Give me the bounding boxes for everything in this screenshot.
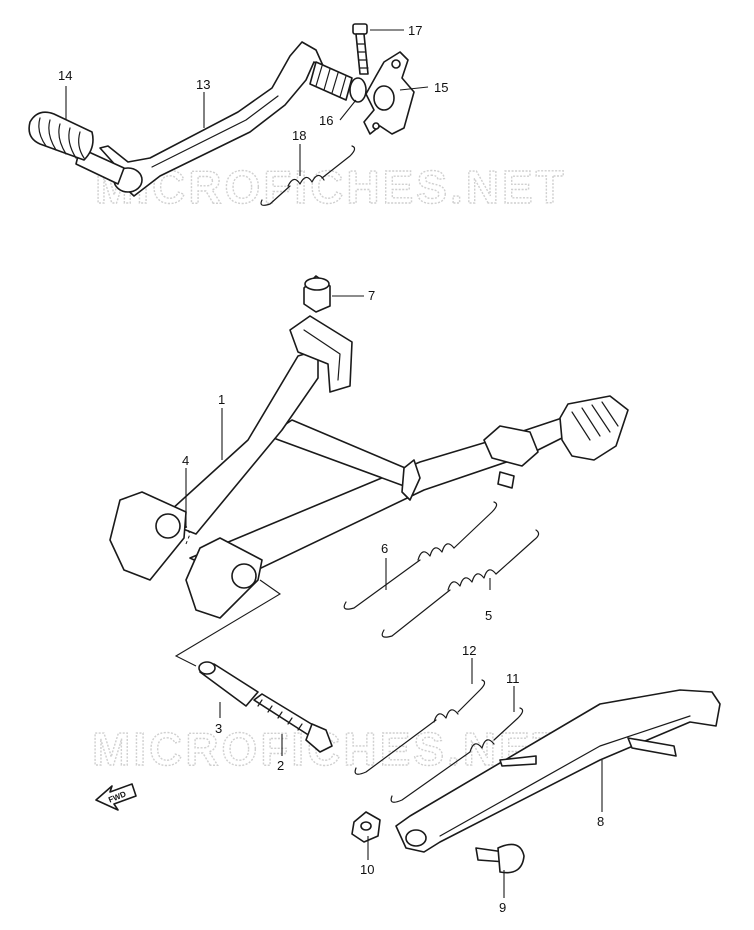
callout-11: 11 bbox=[506, 671, 520, 686]
spring-6 bbox=[343, 501, 498, 610]
shift-arm bbox=[363, 51, 415, 135]
shift-pedal-rubber bbox=[28, 111, 94, 161]
leader-lines bbox=[65, 29, 603, 898]
forward-direction-arrow: FWD bbox=[95, 783, 137, 811]
callout-14: 14 bbox=[58, 68, 72, 83]
callout-3: 3 bbox=[215, 721, 222, 736]
return-spring-18 bbox=[260, 145, 356, 206]
callout-15: 15 bbox=[434, 80, 448, 95]
bolt-17 bbox=[352, 23, 369, 75]
bolt-9 bbox=[475, 843, 525, 874]
center-stand bbox=[109, 315, 629, 619]
callout-1: 1 bbox=[218, 392, 225, 407]
callout-17: 17 bbox=[408, 23, 422, 38]
callout-8: 8 bbox=[597, 814, 604, 829]
callout-18: 18 bbox=[292, 128, 306, 143]
washer bbox=[349, 77, 367, 103]
callout-7: 7 bbox=[368, 288, 375, 303]
callout-9: 9 bbox=[499, 900, 506, 915]
stopper-rubber bbox=[303, 275, 331, 313]
callout-4: 4 bbox=[182, 453, 189, 468]
bolt-2 bbox=[253, 693, 333, 753]
nut bbox=[351, 811, 381, 843]
assembly-line bbox=[174, 579, 282, 667]
callout-2: 2 bbox=[277, 758, 284, 773]
callout-13: 13 bbox=[196, 77, 210, 92]
callout-12: 12 bbox=[462, 643, 476, 658]
spring-12 bbox=[354, 679, 486, 775]
callout-5: 5 bbox=[485, 608, 492, 623]
collar bbox=[198, 661, 259, 707]
callout-10: 10 bbox=[360, 862, 374, 877]
spring-11 bbox=[390, 707, 524, 803]
callout-6: 6 bbox=[381, 541, 388, 556]
side-stand bbox=[395, 689, 721, 853]
spline-shaft bbox=[309, 61, 353, 101]
callout-16: 16 bbox=[319, 113, 333, 128]
spring-5 bbox=[381, 529, 540, 638]
